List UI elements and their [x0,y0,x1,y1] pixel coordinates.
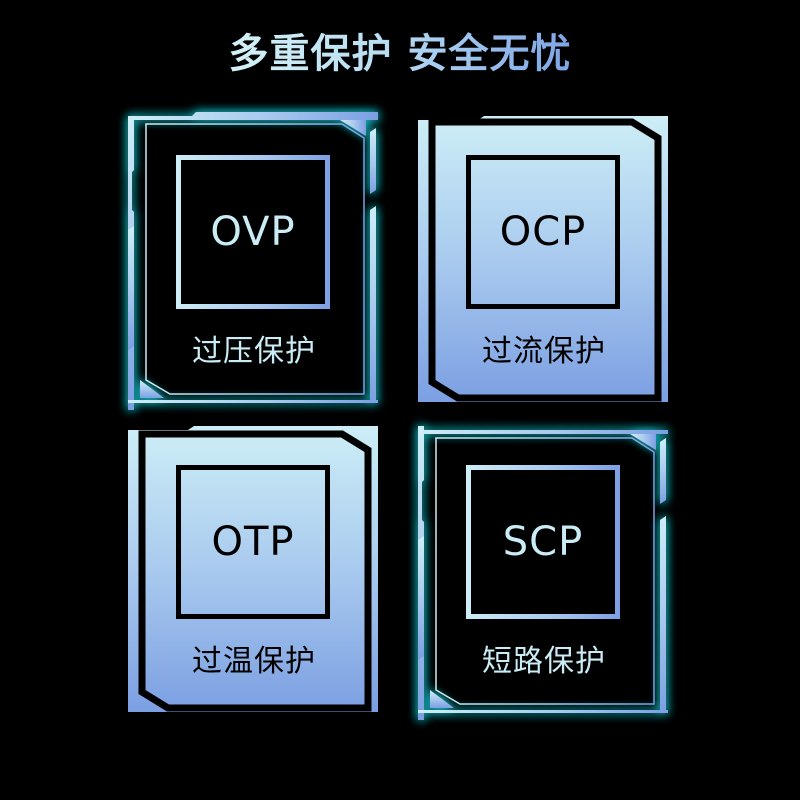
protection-card-ocp: OCP 过流保护 [414,110,674,410]
code-box: SCP [466,465,620,619]
protection-label: 短路保护 [482,644,606,679]
page-title-container: 多重保护 安全无忧 [0,26,800,82]
protection-code: OVP [210,209,296,255]
protection-card-scp: SCP 短路保护 [414,420,674,720]
protection-code: OTP [211,519,295,565]
protection-label: 过温保护 [192,644,316,679]
protection-code: SCP [502,519,584,565]
page-title: 多重保护 安全无忧 [229,26,572,82]
tech-frame-decoration [128,112,378,410]
protection-code: OCP [499,209,587,255]
protection-label: 过压保护 [192,334,316,369]
protection-label: 过流保护 [482,334,606,369]
protection-card-otp: OTP 过温保护 [124,420,384,720]
code-box: OVP [176,155,330,309]
code-box: OCP [466,155,620,309]
tech-frame-decoration [414,110,674,410]
tech-frame-decoration [124,420,384,720]
code-box: OTP [176,465,330,619]
protection-card-ovp: OVP 过压保护 [124,110,384,410]
tech-frame-decoration [418,426,668,720]
